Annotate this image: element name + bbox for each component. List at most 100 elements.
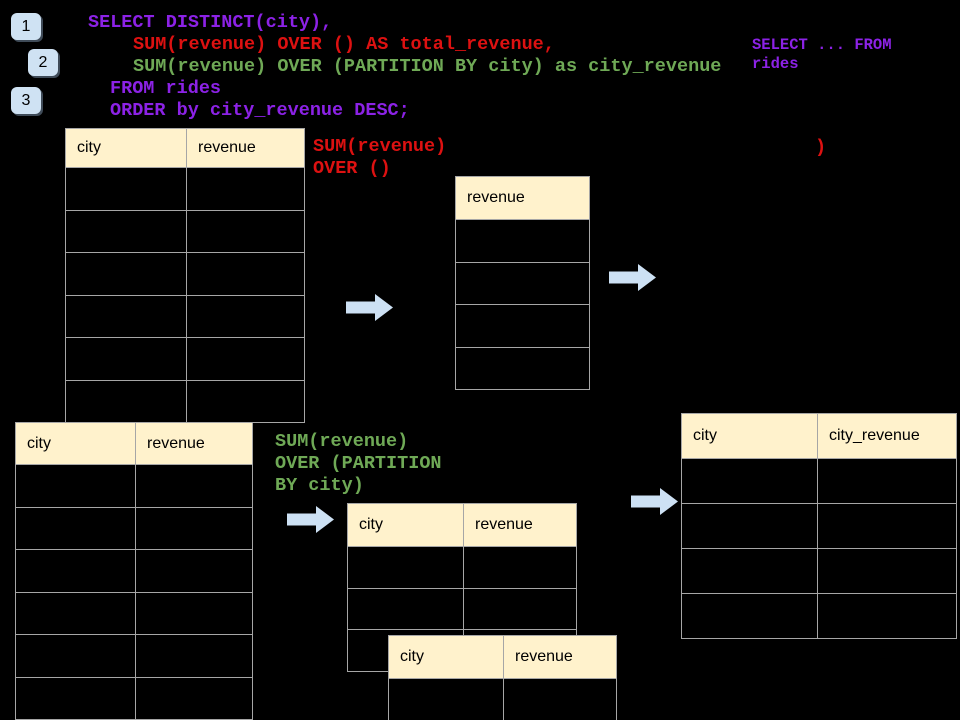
empty-cell: [389, 679, 504, 720]
table-row: [348, 587, 576, 630]
column-header-revenue: revenue: [515, 648, 573, 665]
table-row: [66, 294, 304, 338]
empty-cell: [682, 549, 818, 593]
empty-cell: [136, 635, 252, 677]
empty-cell: [66, 210, 187, 252]
empty-cell: [456, 305, 589, 347]
empty-cell: [136, 508, 252, 550]
table-row: [682, 503, 956, 548]
empty-cell: [136, 465, 252, 507]
empty-cell: [136, 593, 252, 635]
table-row: [682, 458, 956, 503]
empty-cell: [66, 168, 187, 210]
column-header-revenue: revenue: [467, 189, 525, 206]
empty-cell: [187, 338, 304, 380]
table-row: [456, 261, 589, 305]
empty-cell: [66, 295, 187, 337]
column-header-city-revenue: city_revenue: [829, 427, 920, 444]
step-badge-3: 3: [11, 87, 41, 114]
empty-cell: [66, 380, 187, 422]
table-city-revenue-result: city city_revenue: [681, 413, 957, 639]
empty-cell: [16, 677, 136, 719]
flow-arrow-icon: [346, 294, 393, 321]
table-row: [16, 591, 252, 635]
table-source-bottom: city revenue: [15, 422, 253, 720]
column-header-city: city: [682, 414, 818, 458]
empty-cell: [456, 348, 589, 390]
sql-city-revenue-line: SUM(revenue) OVER (PARTITION BY city) as…: [133, 56, 722, 77]
column-header-city: city: [16, 423, 136, 464]
total-revenue-annotation-line2: OVER (): [313, 158, 391, 179]
table-source-top: city revenue: [65, 128, 305, 423]
empty-cell: [682, 504, 818, 548]
table-row: [389, 678, 616, 720]
empty-cell: [187, 296, 304, 338]
flow-arrow-icon: [609, 264, 656, 291]
table-row: [16, 549, 252, 592]
table-row: [456, 219, 589, 262]
total-revenue-annotation-line1: SUM(revenue): [313, 136, 447, 157]
table-header-row: city city_revenue: [682, 414, 956, 458]
empty-cell: [818, 549, 956, 593]
empty-cell: [136, 678, 252, 720]
empty-cell: [818, 594, 956, 638]
empty-cell: [348, 547, 464, 588]
empty-cell: [16, 635, 136, 677]
table-row: [16, 464, 252, 507]
empty-cell: [682, 459, 818, 503]
column-header-city: city: [66, 129, 187, 167]
empty-cell: [682, 594, 818, 638]
sql-total-revenue-line: SUM(revenue) OVER () AS total_revenue,: [133, 34, 555, 55]
empty-cell: [456, 263, 589, 305]
empty-cell: [818, 504, 956, 548]
empty-cell: [348, 588, 464, 630]
column-header-city: city: [389, 636, 504, 678]
sql-order-by-line: ORDER by city_revenue DESC;: [110, 100, 410, 121]
empty-cell: [66, 338, 187, 380]
stray-paren-mark: ): [815, 137, 827, 158]
table-row: [16, 676, 252, 720]
empty-cell: [136, 550, 252, 592]
empty-cell: [66, 253, 187, 295]
table-header-row: revenue: [456, 177, 589, 219]
empty-cell: [504, 679, 616, 720]
table-header-row: city revenue: [66, 129, 304, 167]
table-row: [682, 593, 956, 638]
empty-cell: [187, 253, 304, 295]
column-header-revenue: revenue: [147, 434, 205, 452]
empty-cell: [16, 465, 136, 507]
empty-cell: [187, 168, 304, 210]
table-row: [66, 379, 304, 423]
empty-cell: [464, 589, 576, 630]
side-note-select-from: SELECT ... FROM: [752, 36, 892, 54]
table-row: [66, 167, 304, 210]
side-note-rides: rides: [752, 54, 799, 73]
city-revenue-annotation-line1: SUM(revenue): [275, 431, 409, 452]
table-total-revenue-result: revenue: [455, 176, 590, 390]
empty-cell: [16, 550, 136, 592]
table-row: [348, 546, 576, 588]
table-partition-overlay: city revenue: [388, 635, 617, 720]
city-revenue-annotation-line2: OVER (PARTITION: [275, 453, 442, 474]
column-header-revenue: revenue: [475, 516, 533, 533]
column-header-city: city: [348, 504, 464, 546]
table-header-row: city revenue: [348, 504, 576, 546]
table-row: [66, 209, 304, 252]
table-header-row: city revenue: [389, 636, 616, 678]
empty-cell: [456, 220, 589, 262]
table-row: [66, 252, 304, 295]
table-row: [16, 634, 252, 677]
table-row: [682, 548, 956, 593]
empty-cell: [16, 592, 136, 634]
table-header-row: city revenue: [16, 423, 252, 464]
empty-cell: [16, 507, 136, 549]
empty-cell: [187, 381, 304, 423]
table-row: [456, 346, 589, 390]
flow-arrow-icon: [631, 488, 678, 515]
step-badge-2: 2: [28, 49, 58, 76]
table-row: [16, 506, 252, 550]
empty-cell: [464, 547, 576, 588]
flow-arrow-icon: [287, 506, 334, 533]
table-row: [66, 337, 304, 380]
